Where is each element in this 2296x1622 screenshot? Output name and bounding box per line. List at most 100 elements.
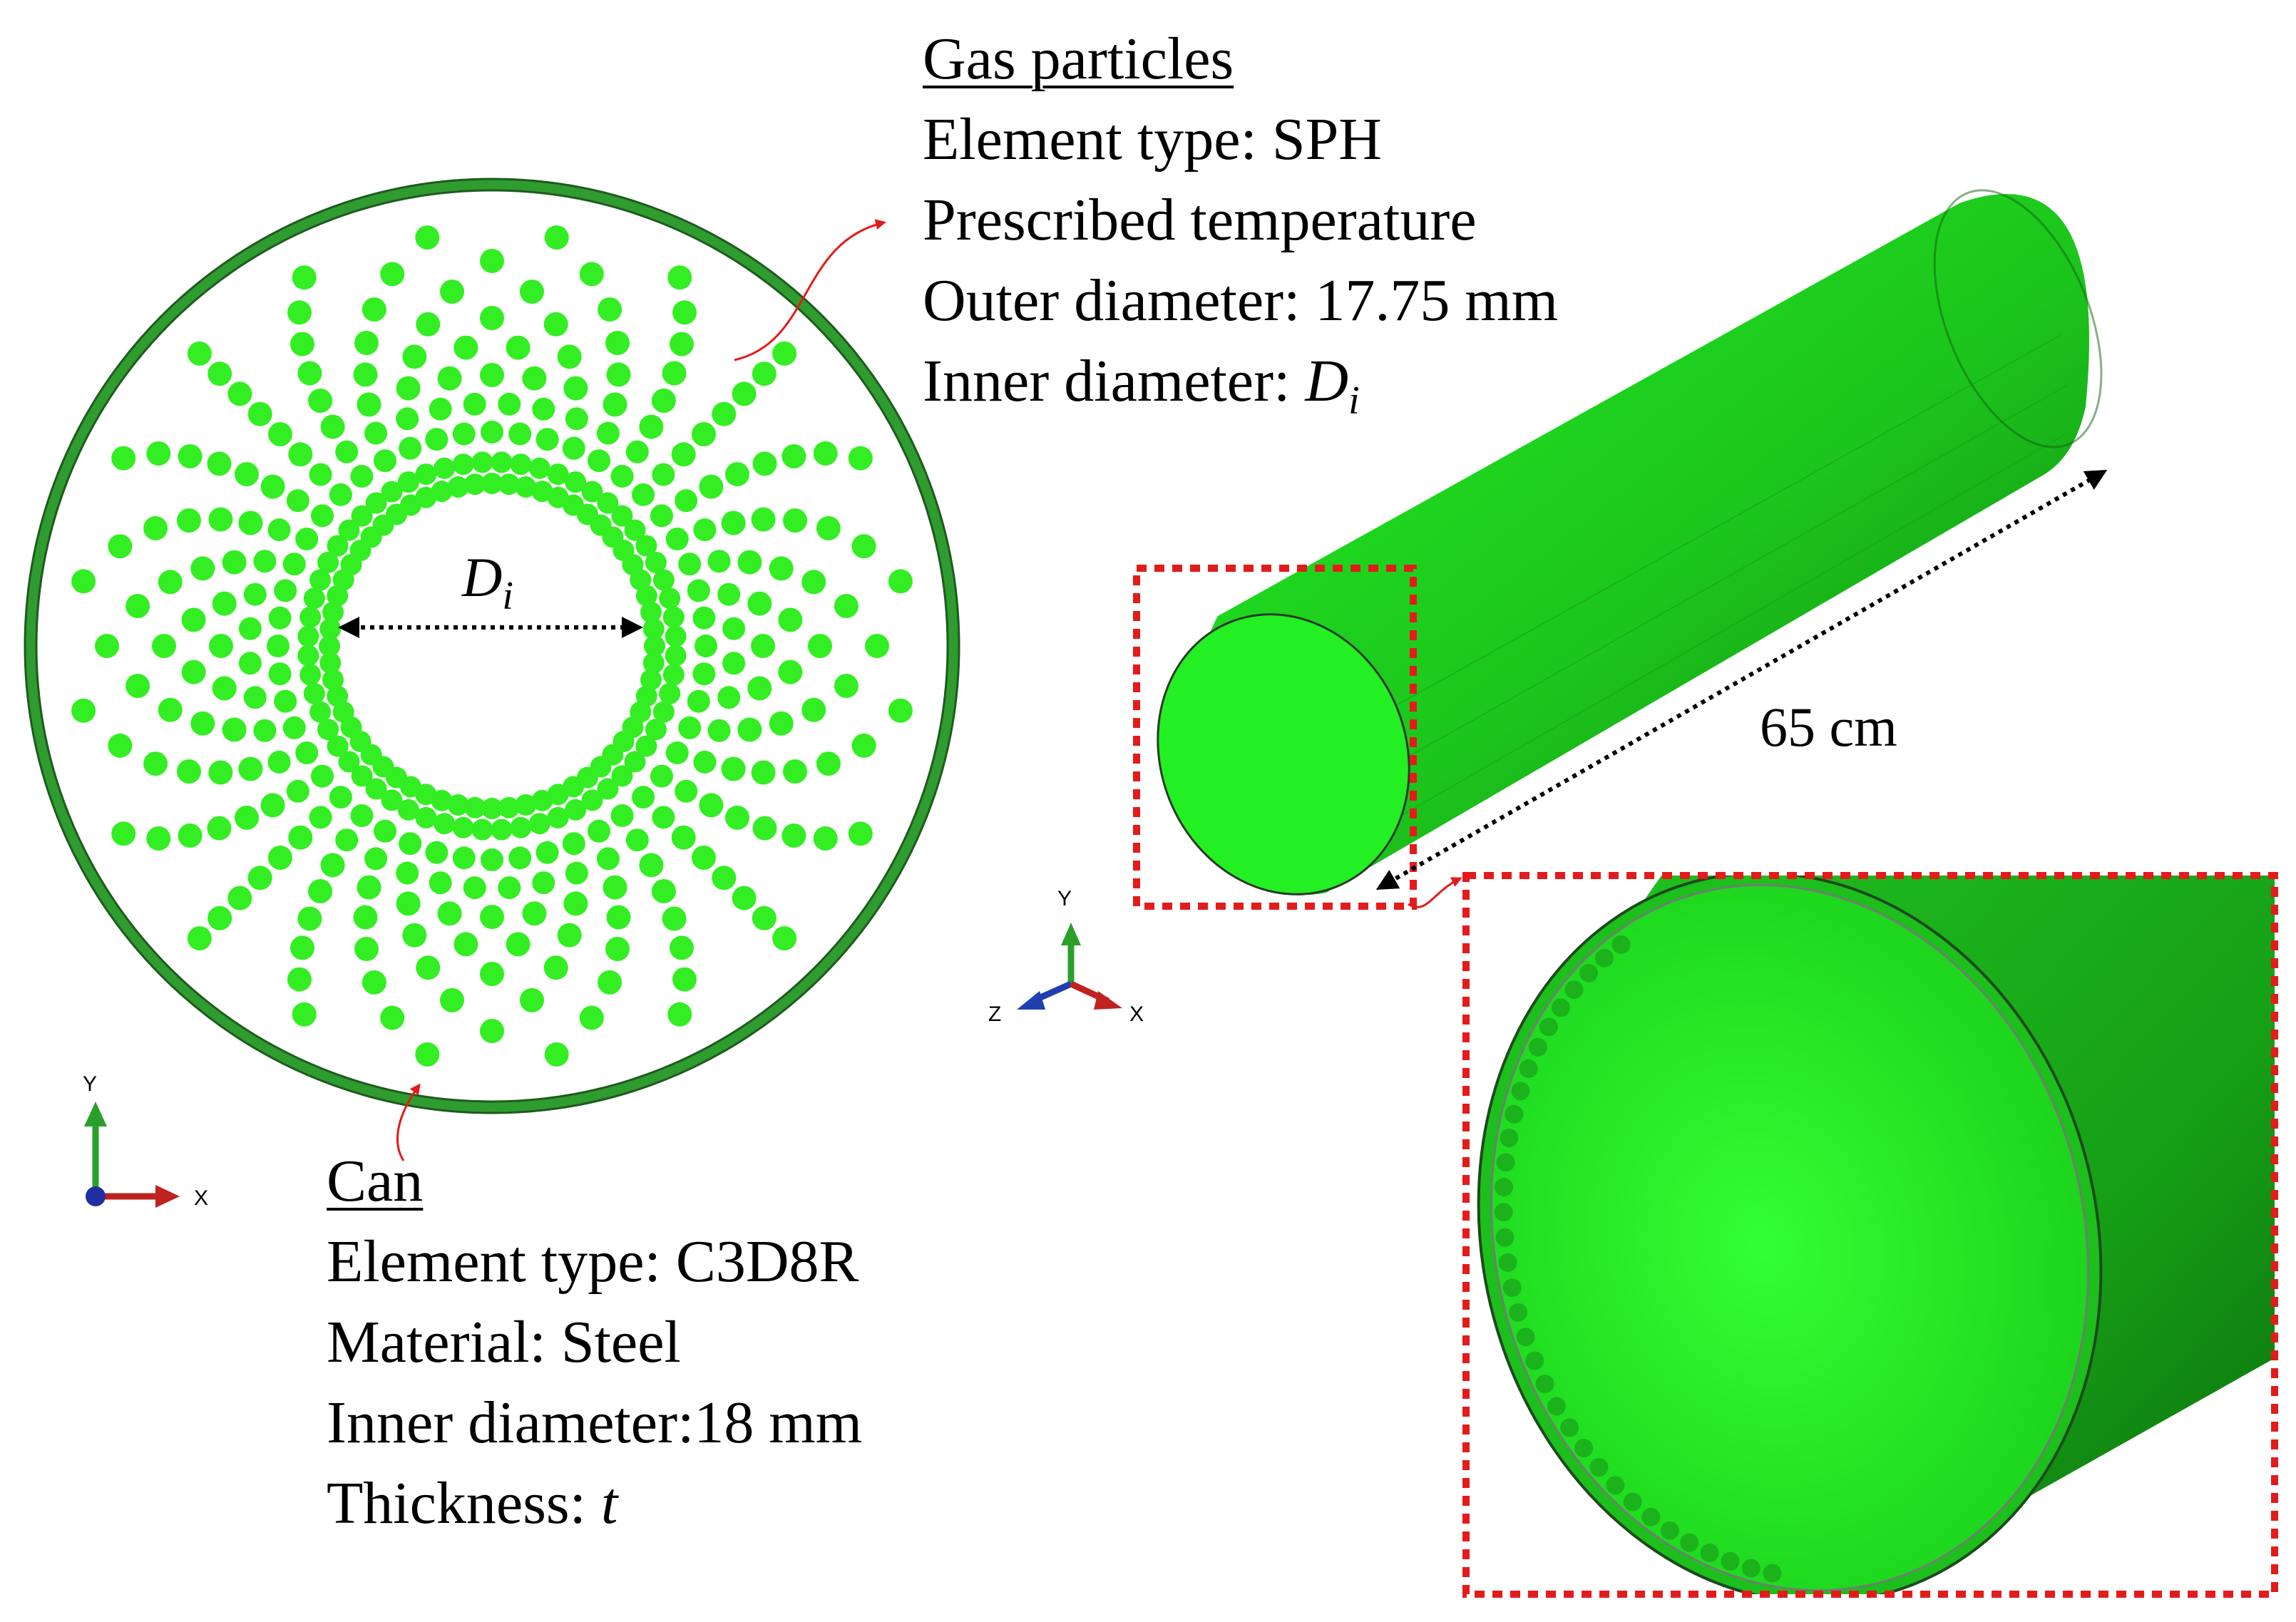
gas-particle xyxy=(327,685,349,707)
gas-particle-rings xyxy=(71,225,913,1067)
zoom-gas-particle xyxy=(1495,1228,1515,1247)
gas-particle xyxy=(222,550,247,575)
gas-particle xyxy=(605,937,630,961)
gas-particle xyxy=(268,606,292,630)
gas-particle xyxy=(338,751,360,773)
gas-particle xyxy=(652,463,675,486)
gas-particle xyxy=(365,492,387,514)
gas-particle xyxy=(480,905,504,929)
gas-particle xyxy=(364,421,388,445)
can-ring-inner-edge xyxy=(35,189,949,1103)
gas-particle xyxy=(642,652,665,674)
gas-particle xyxy=(374,449,396,473)
gas-particle xyxy=(309,806,332,829)
gas-particle xyxy=(464,473,486,496)
gas-particle xyxy=(543,312,568,337)
gas-particle xyxy=(816,751,841,776)
zoom-gas-particle xyxy=(1500,1129,1519,1148)
gas-particle xyxy=(452,453,474,476)
gas-particle xyxy=(187,341,212,366)
gas-particle xyxy=(834,674,859,698)
gas-particle xyxy=(778,607,803,632)
gas-particle xyxy=(260,474,285,499)
gas-particle xyxy=(544,1042,569,1067)
gas-particle xyxy=(287,300,312,325)
gas-particle xyxy=(510,453,532,476)
gas-particle xyxy=(635,535,657,557)
gas-particle xyxy=(351,505,373,527)
gas-particle xyxy=(471,818,493,841)
gas-particle xyxy=(308,879,333,903)
gas-particle xyxy=(354,937,379,961)
gas-particle xyxy=(581,481,603,503)
gas-particle xyxy=(415,1042,440,1067)
gas-particle xyxy=(143,515,168,540)
gas-particle xyxy=(752,816,777,841)
gas-particle xyxy=(652,569,675,591)
gas-particle xyxy=(752,451,777,476)
gas-particle xyxy=(888,569,913,594)
gas-particle xyxy=(520,279,544,304)
zoom-particle-arc xyxy=(1494,935,1782,1583)
gas-particle xyxy=(319,635,340,657)
gas-particle xyxy=(675,489,698,513)
zoom-gas-particle xyxy=(1560,1418,1579,1437)
zoom-gas-particle xyxy=(1502,1278,1522,1298)
gas-particle xyxy=(227,886,252,910)
zoom-gas-particle xyxy=(1528,1037,1547,1057)
gas-particle xyxy=(751,634,775,658)
zoom-gas-particle xyxy=(1496,1153,1515,1172)
di-symbol: D xyxy=(462,546,503,608)
gas-particle xyxy=(651,389,676,413)
zoom-gas-particle xyxy=(1680,1533,1699,1552)
gas-particle xyxy=(267,518,291,542)
zoom-gas-particle xyxy=(1564,980,1584,1000)
gas-particle xyxy=(452,816,474,838)
gas-particle xyxy=(606,362,631,387)
gas-particle xyxy=(707,550,731,573)
gas-particle xyxy=(721,756,746,781)
gas-particle xyxy=(416,955,441,980)
gas-particle xyxy=(327,535,349,557)
gas-particle xyxy=(565,861,588,885)
gas-particle xyxy=(535,841,559,864)
gas-particle xyxy=(625,440,649,463)
cylinder-3d-view xyxy=(1133,189,2108,910)
gas-particle xyxy=(464,796,486,818)
gas-particle xyxy=(397,471,419,493)
gas-particle xyxy=(380,262,405,287)
gas-particle xyxy=(309,701,332,723)
gas-particle xyxy=(687,689,710,713)
gas-particle xyxy=(611,505,633,527)
gas-particle xyxy=(319,652,342,674)
zoom-gas-particle xyxy=(1589,1458,1609,1477)
cylinder-length-label: 65 cm xyxy=(1760,696,1897,758)
gas-particle xyxy=(737,717,762,742)
gas-particle xyxy=(632,483,655,506)
gas-particle xyxy=(865,634,889,658)
can-thickness: Thickness: t xyxy=(327,1463,862,1544)
gas-particle xyxy=(712,401,737,426)
gas-particle xyxy=(425,428,449,451)
gas-particle xyxy=(208,507,233,532)
gas-particle xyxy=(579,262,604,287)
gas-particle xyxy=(624,519,646,541)
gas-particle xyxy=(212,676,237,701)
gas-particle xyxy=(632,786,655,809)
gas-particle xyxy=(247,866,272,890)
gas-inner-diameter-text: Inner diameter: xyxy=(923,348,1306,414)
gas-particle xyxy=(565,407,588,431)
gas-particle xyxy=(752,905,777,930)
gas-particle xyxy=(178,444,203,468)
gas-particle xyxy=(208,760,233,785)
gas-particle xyxy=(329,483,352,506)
cross-section-view xyxy=(24,178,960,1161)
gas-particle xyxy=(453,335,478,360)
gas-particle xyxy=(480,249,504,273)
gas-particle xyxy=(662,906,687,931)
gas-particle xyxy=(675,779,698,803)
gas-particle xyxy=(303,682,325,704)
gas-particle xyxy=(672,967,697,992)
gas-particle xyxy=(480,306,504,330)
gas-particle xyxy=(639,414,664,439)
